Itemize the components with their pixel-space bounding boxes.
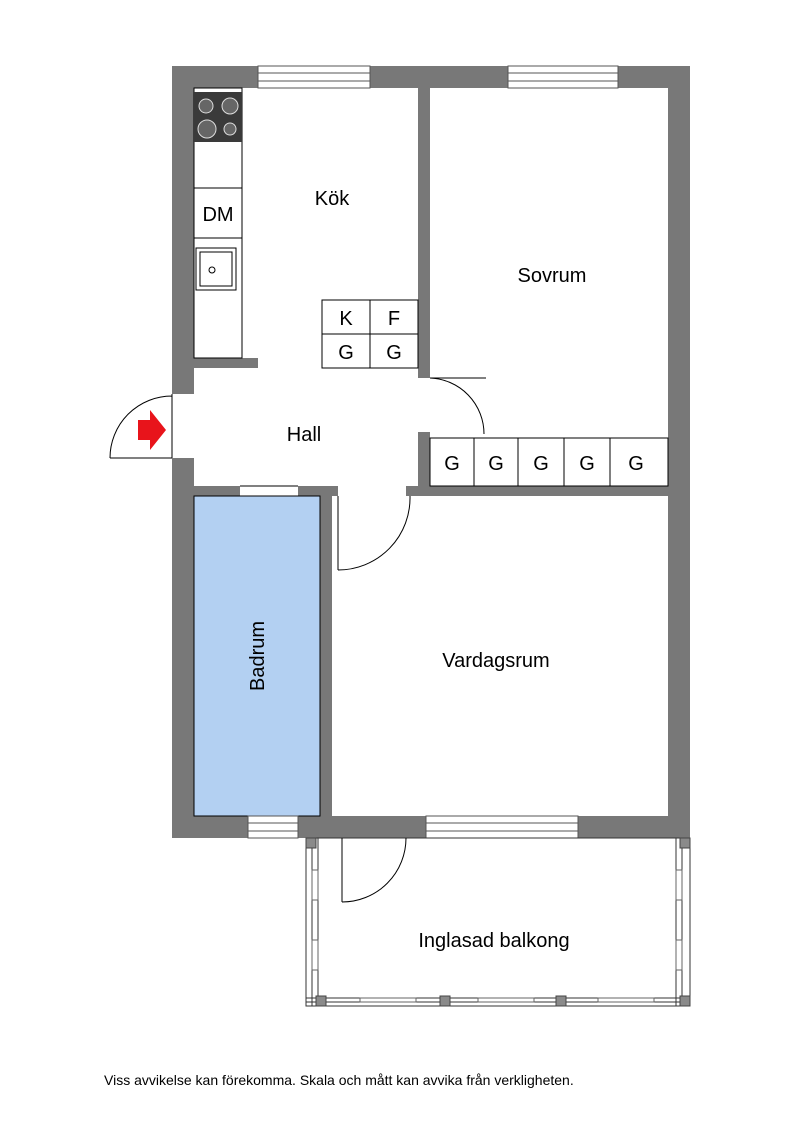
bedroom-closets [429,437,669,487]
room-label-kitchen: Kök [315,188,350,210]
balcony-glazing [311,869,683,1003]
label-dm: DM [202,204,233,226]
sink-icon [195,247,237,291]
room-label-hall: Hall [287,424,321,446]
label-hall-closet-2: G [386,342,402,364]
disclaimer-text: Viss avvikelse kan förekomma. Skala och … [104,1072,574,1088]
label-bedroom-closet: G [444,453,460,475]
label-freezer: F [388,308,400,330]
label-hall-closet-1: G [338,342,354,364]
windows [247,65,619,839]
label-bedroom-closet: G [488,453,504,475]
balcony-posts [305,837,691,1007]
bathroom-floor [194,496,320,816]
label-bedroom-closet: G [533,453,549,475]
room-label-balcony: Inglasad balkong [418,930,569,952]
label-fridge: K [339,308,353,330]
label-bedroom-closet: G [579,453,595,475]
label-bedroom-closet: G [628,453,644,475]
room-label-bathroom: Badrum [247,621,269,691]
kitchen-cabinets [321,299,419,369]
room-label-bedroom: Sovrum [518,265,587,287]
entrance-arrow-icon [138,410,166,450]
stove-icon [194,92,242,142]
doors [109,377,486,903]
room-label-living: Vardagsrum [442,650,549,672]
balcony-frame [305,837,691,1007]
